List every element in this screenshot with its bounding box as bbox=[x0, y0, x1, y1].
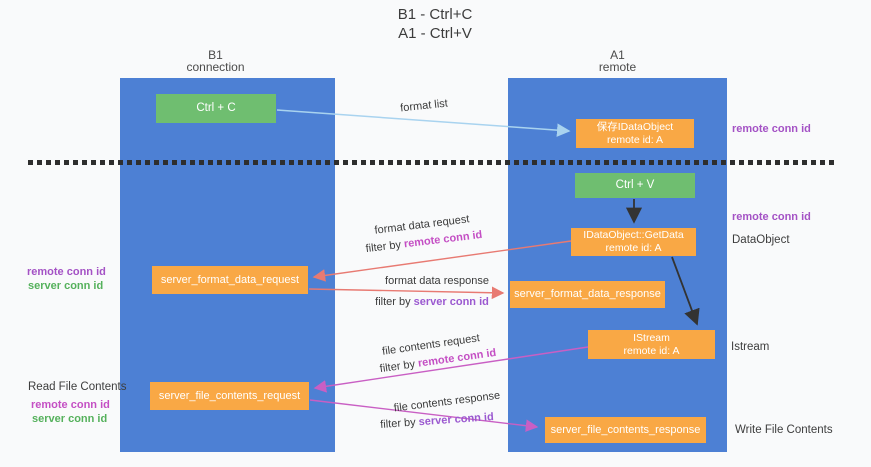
node-server-file-contents-request: server_file_contents_request bbox=[150, 382, 309, 410]
node-ctrl-c: Ctrl + C bbox=[156, 94, 276, 123]
dataobject-label: DataObject bbox=[732, 234, 790, 246]
filter-by-text: filter by bbox=[379, 357, 419, 376]
format-list-label: format list bbox=[399, 97, 449, 115]
node-istream-line1: IStream bbox=[633, 331, 670, 344]
node-server-format-data-request-label: server_format_data_request bbox=[160, 273, 300, 286]
diagram-title: B1 - Ctrl+C A1 - Ctrl+V bbox=[295, 5, 575, 43]
read-file-contents-label: Read File Contents bbox=[28, 381, 127, 393]
node-server-format-data-request: server_format_data_request bbox=[152, 266, 308, 294]
node-server-file-contents-response-label: server_file_contents_response bbox=[550, 423, 701, 436]
server-conn-id-keyword: server conn id bbox=[413, 296, 489, 308]
node-idataobject-getdata-line1: IDataObject::GetData bbox=[583, 229, 684, 241]
phase-divider-dashed-line bbox=[28, 160, 834, 165]
server-conn-id-keyword: server conn id bbox=[418, 411, 495, 429]
node-ctrl-v-label: Ctrl + V bbox=[615, 179, 655, 191]
left-server-conn-id-top-label: server conn id bbox=[28, 280, 104, 292]
node-saved-dataobject-line2: remote id: A bbox=[606, 133, 664, 146]
node-server-format-data-response-label: server_format_data_response bbox=[514, 288, 661, 300]
left-remote-conn-id-top-label: remote conn id bbox=[27, 266, 106, 278]
node-istream: IStream remote id: A bbox=[588, 330, 715, 359]
right-remote-conn-id-mid-label: remote conn id bbox=[732, 211, 811, 223]
lane-b1-subtitle: connection bbox=[186, 60, 245, 74]
lane-header-b1: B1 connection bbox=[108, 49, 323, 73]
node-server-file-contents-request-label: server_file_contents_request bbox=[158, 389, 301, 402]
node-idataobject-getdata: IDataObject::GetData remote id: A bbox=[571, 228, 696, 256]
node-saved-dataobject: 保存IDataObject remote id: A bbox=[576, 119, 694, 148]
node-istream-line2: remote id: A bbox=[623, 344, 680, 357]
node-ctrl-c-label: Ctrl + C bbox=[196, 102, 236, 114]
node-server-format-data-response: server_format_data_response bbox=[510, 281, 665, 308]
lane-a1-subtitle: remote bbox=[598, 60, 637, 74]
filter-by-text: filter by bbox=[375, 296, 414, 308]
format-data-response-arrow bbox=[308, 286, 505, 300]
lane-b1-title: B1 bbox=[208, 48, 223, 62]
format-data-response-filter-label: filter by server conn id bbox=[352, 296, 512, 308]
istream-label: Istream bbox=[731, 341, 770, 353]
diagram-title-line2: A1 - Ctrl+V bbox=[398, 25, 472, 42]
node-saved-dataobject-line1: 保存IDataObject bbox=[596, 120, 674, 133]
left-remote-conn-id-bottom-label: remote conn id bbox=[31, 399, 110, 411]
node-ctrl-v: Ctrl + V bbox=[575, 173, 695, 198]
remote-conn-id-keyword: remote conn id bbox=[403, 228, 483, 251]
node-server-file-contents-response: server_file_contents_response bbox=[545, 417, 706, 443]
left-server-conn-id-bottom-label: server conn id bbox=[32, 413, 108, 425]
write-file-contents-label: Write File Contents bbox=[735, 424, 833, 436]
diagram-title-line1: B1 - Ctrl+C bbox=[397, 6, 473, 23]
right-remote-conn-id-top-label: remote conn id bbox=[732, 123, 811, 135]
node-idataobject-getdata-line2: remote id: A bbox=[605, 242, 662, 254]
lane-a1-title: A1 bbox=[610, 48, 625, 62]
filter-by-text: filter by bbox=[379, 416, 420, 431]
lane-header-a1: A1 remote bbox=[508, 49, 727, 73]
format-data-response-label: format data response bbox=[385, 275, 489, 287]
filter-by-text: filter by bbox=[365, 238, 405, 256]
